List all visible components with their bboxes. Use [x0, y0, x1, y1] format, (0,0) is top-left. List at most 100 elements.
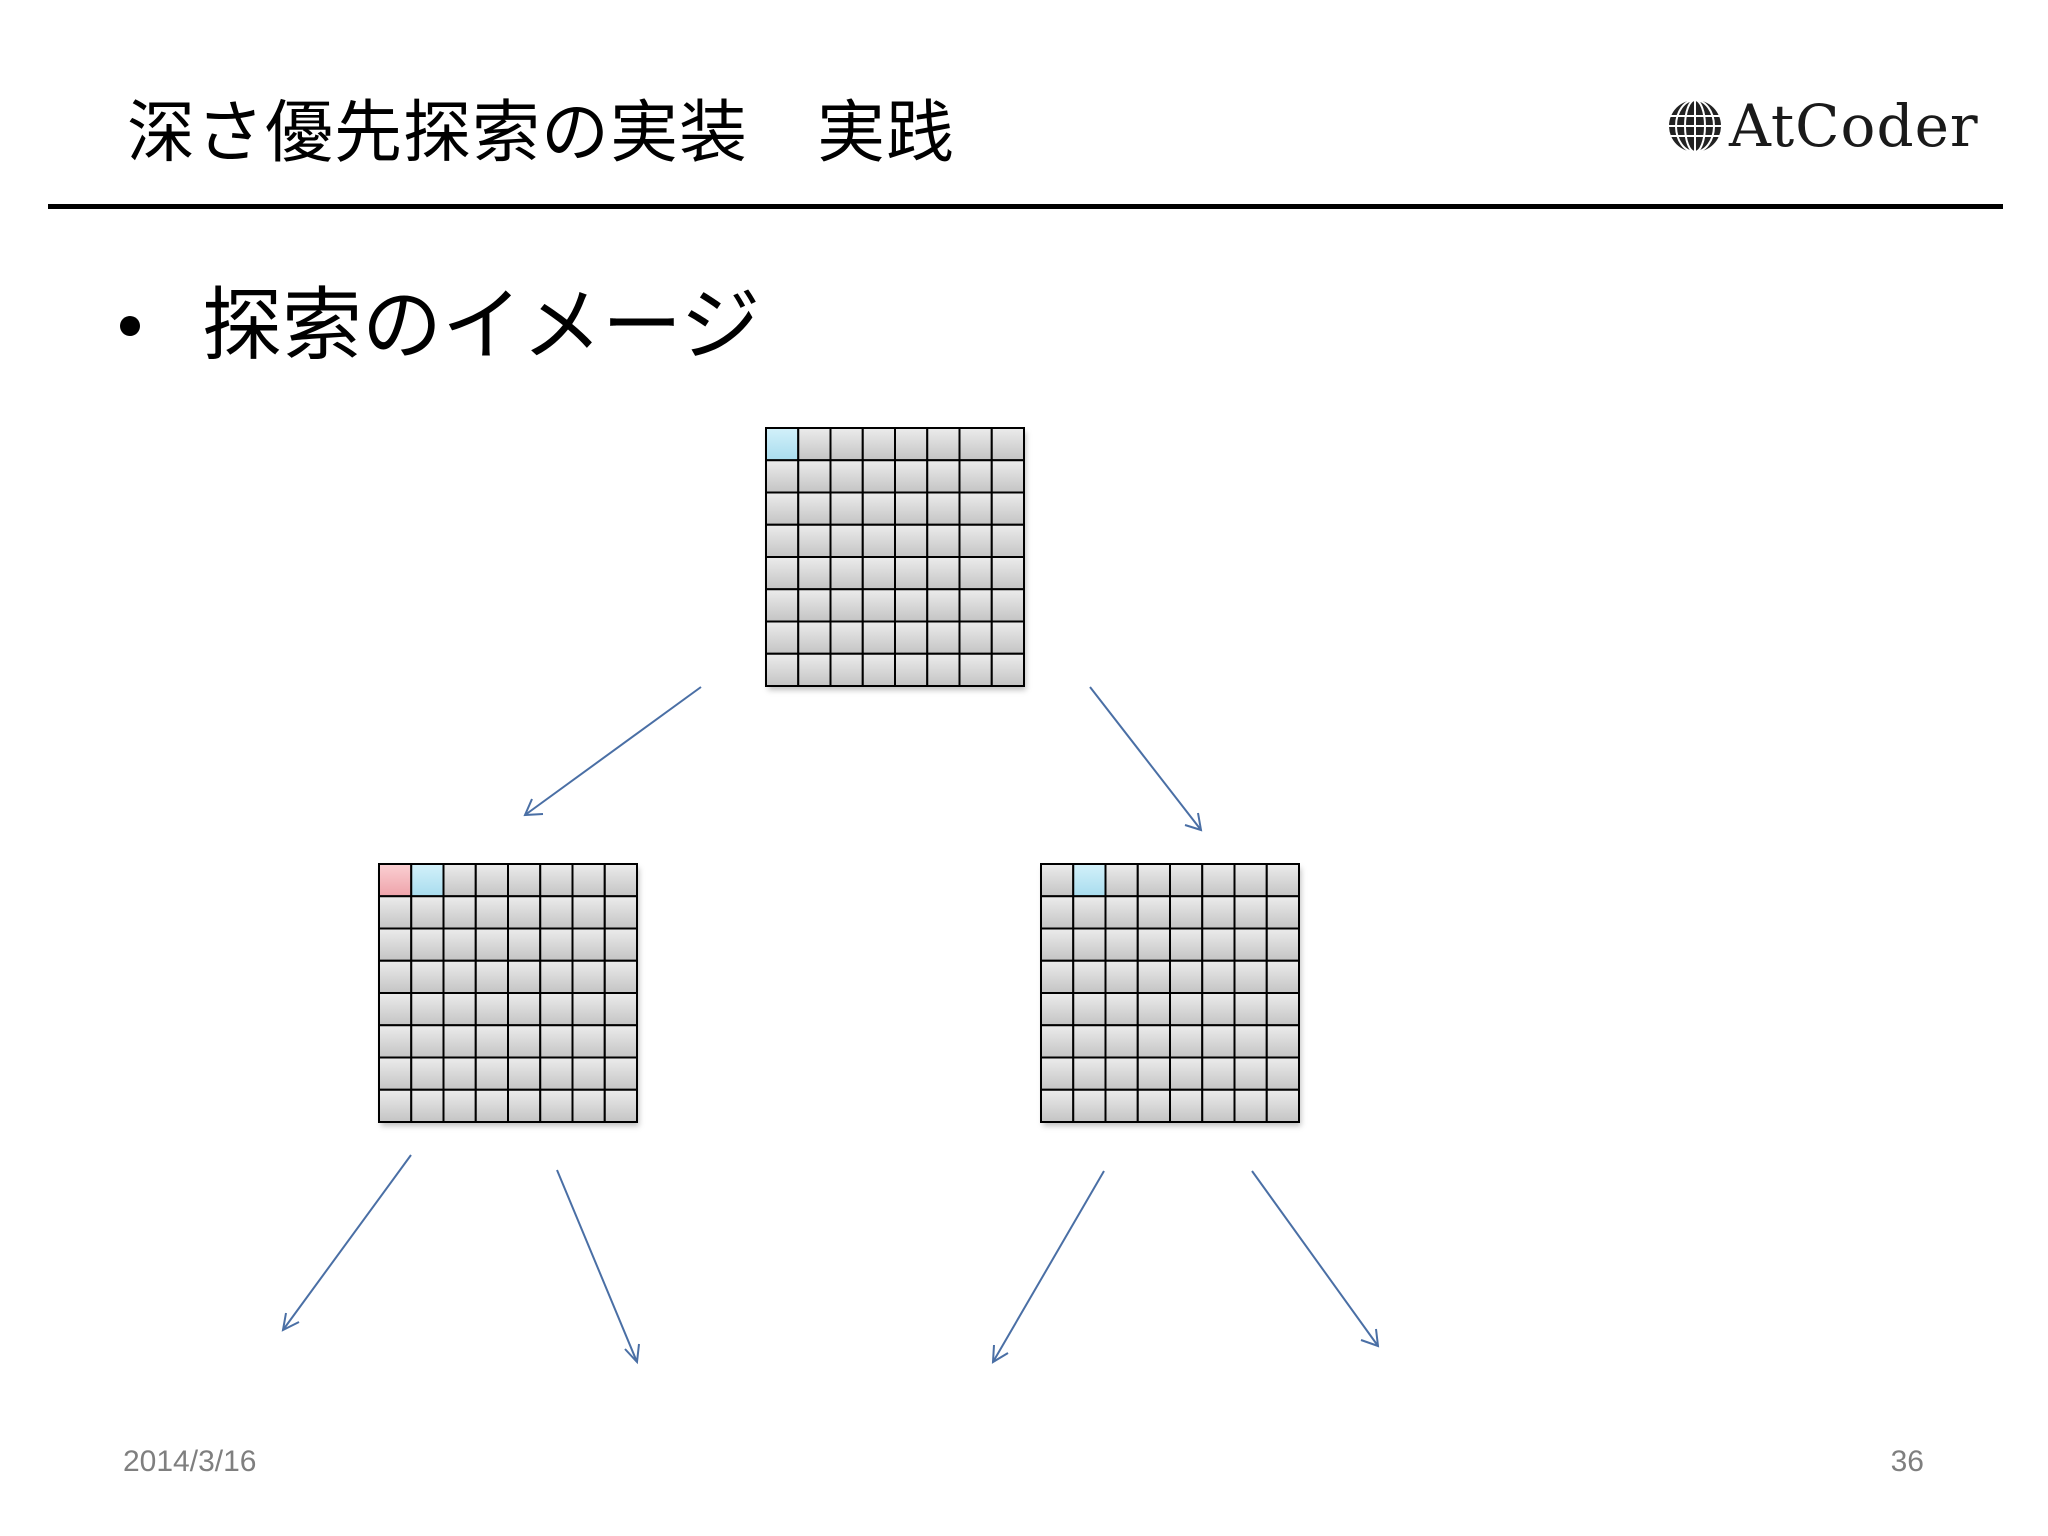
grid-cell — [410, 1056, 445, 1091]
grid-cell — [1136, 863, 1171, 898]
grid-cell — [765, 491, 800, 526]
grid-cell — [958, 556, 993, 591]
grid-cell — [507, 1024, 542, 1059]
grid-cell — [1265, 863, 1300, 898]
grid-cell — [861, 427, 896, 462]
grid-cell — [990, 427, 1025, 462]
grid-cell — [926, 588, 961, 623]
grid-cell — [1169, 959, 1204, 994]
grid-cell — [539, 863, 574, 898]
grid-cell — [1201, 992, 1236, 1027]
grid-cell — [1201, 1088, 1236, 1123]
grid-cell — [765, 588, 800, 623]
grid-cell — [1136, 895, 1171, 930]
grid-cell — [1265, 927, 1300, 962]
grid-cell — [571, 1056, 606, 1091]
grid-cell — [539, 1088, 574, 1123]
grid-cell — [797, 491, 832, 526]
atcoder-logo: AtCoder — [1665, 86, 1979, 166]
grid-cell — [539, 1024, 574, 1059]
grid-cell — [958, 620, 993, 655]
grid-cell — [474, 927, 509, 962]
grid-cell — [571, 1088, 606, 1123]
grid-cell — [1040, 863, 1075, 898]
grid-cell — [1233, 959, 1268, 994]
tree-arrows — [281, 686, 1380, 1365]
grid-cell — [1136, 992, 1171, 1027]
grid-cell — [861, 588, 896, 623]
grid-cell — [378, 1088, 413, 1123]
title-divider — [48, 204, 2003, 209]
arrow-right-to-leaf-1 — [991, 1170, 1105, 1364]
grid-cell — [507, 927, 542, 962]
arrow-right-to-leaf-2 — [1251, 1170, 1380, 1348]
slide-title: 深さ優先探索の実装 実践 — [127, 94, 956, 173]
grid-cell — [926, 459, 961, 494]
grid-cell — [797, 652, 832, 687]
grid-cell — [990, 652, 1025, 687]
grid-cell — [603, 927, 638, 962]
grid-right-child — [1040, 863, 1300, 1123]
grid-cell — [1169, 992, 1204, 1027]
grid-cell — [861, 652, 896, 687]
grid-cell — [861, 556, 896, 591]
grid-cell — [1169, 863, 1204, 898]
grid-cell — [926, 652, 961, 687]
grid-cell — [603, 1056, 638, 1091]
grid-cell — [378, 1056, 413, 1091]
grid-cell — [894, 652, 929, 687]
grid-cell — [410, 959, 445, 994]
grid-cell — [1072, 1024, 1107, 1059]
grid-cell — [474, 992, 509, 1027]
grid-cell — [894, 588, 929, 623]
grid-cell — [1104, 895, 1139, 930]
grid-cell — [1040, 992, 1075, 1027]
globe-icon — [1669, 99, 1721, 153]
grid-cell — [765, 652, 800, 687]
grid-cell — [410, 1024, 445, 1059]
grid-cell — [442, 927, 477, 962]
grid-cell — [1136, 1088, 1171, 1123]
grid-cell — [474, 959, 509, 994]
grid-cell — [1104, 1024, 1139, 1059]
grid-cell — [1136, 959, 1171, 994]
grid-cell — [1265, 1024, 1300, 1059]
grid-cell — [765, 620, 800, 655]
grid-cell — [894, 491, 929, 526]
grid-cell — [603, 992, 638, 1027]
grid-cell — [1104, 959, 1139, 994]
grid-cell — [1072, 1056, 1107, 1091]
grid-cell — [829, 652, 864, 687]
grid-cell — [797, 523, 832, 558]
grid-cell — [507, 1056, 542, 1091]
grid-cell — [829, 523, 864, 558]
grid-cell — [765, 556, 800, 591]
grid-cell — [829, 620, 864, 655]
grid-cell — [861, 459, 896, 494]
grid-left-child — [378, 863, 638, 1123]
arrow-root-to-left — [523, 686, 702, 817]
logo-text: AtCoder — [1729, 92, 1979, 160]
grid-cell — [1072, 959, 1107, 994]
grid-cell — [1169, 895, 1204, 930]
grid-cell — [1265, 895, 1300, 930]
grid-cell — [507, 895, 542, 930]
grid-cell — [474, 1088, 509, 1123]
grid-cell — [1104, 1088, 1139, 1123]
grid-cell — [603, 863, 638, 898]
grid-cell — [926, 491, 961, 526]
grid-cell — [442, 895, 477, 930]
grid-cell — [1233, 927, 1268, 962]
grid-cell — [1233, 992, 1268, 1027]
grid-cell — [926, 523, 961, 558]
grid-cell — [958, 523, 993, 558]
grid-cell — [378, 895, 413, 930]
grid-cell — [990, 491, 1025, 526]
grid-cell — [378, 959, 413, 994]
grid-cell — [442, 863, 477, 898]
bullet-dot — [120, 316, 140, 336]
page-number: 36 — [1890, 1445, 1924, 1478]
grid-cell — [1201, 1056, 1236, 1091]
grid-cell — [1169, 927, 1204, 962]
